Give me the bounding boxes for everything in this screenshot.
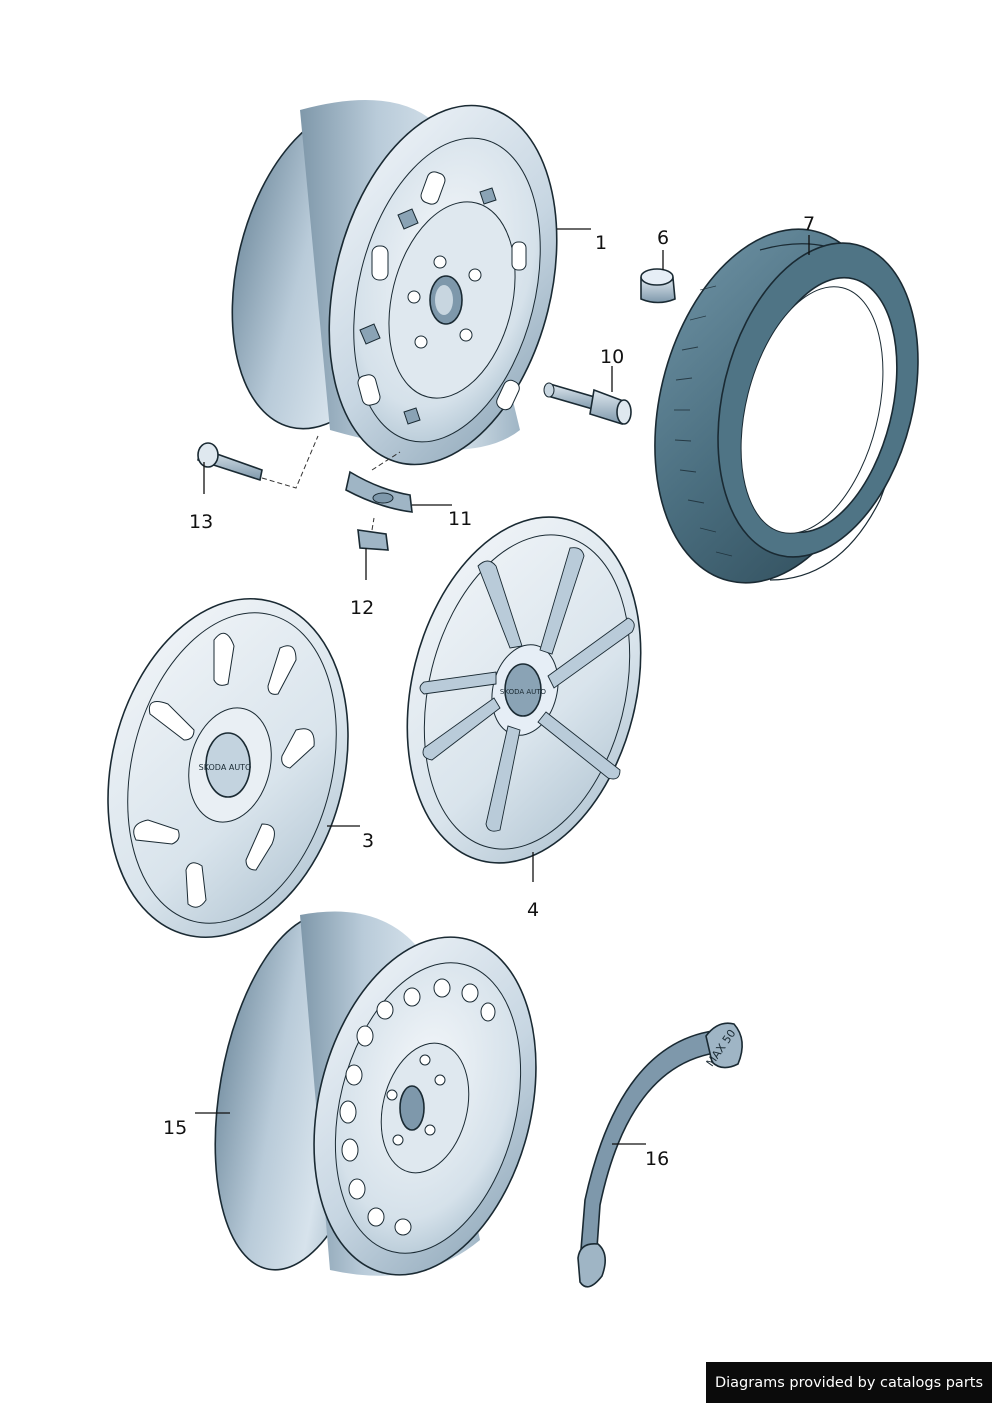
callout-7: 7 bbox=[803, 213, 815, 235]
assembly-line-12 bbox=[371, 517, 375, 531]
wheel-bolt-cap-6 bbox=[640, 268, 676, 304]
tyre-valve-13 bbox=[197, 442, 263, 482]
callout-10: 10 bbox=[600, 346, 624, 368]
callout-4: 4 bbox=[527, 899, 539, 921]
wheel-bolt-10 bbox=[543, 382, 632, 426]
tyre-7 bbox=[654, 228, 919, 584]
steel-rim-15 bbox=[214, 911, 537, 1276]
callout-3: 3 bbox=[362, 830, 374, 852]
hubcap-4: SKODA AUTO bbox=[406, 516, 642, 864]
callout-11: 11 bbox=[448, 508, 472, 530]
assembly-line-13 bbox=[261, 435, 319, 489]
callout-16: 16 bbox=[645, 1148, 669, 1170]
clip-weight-12 bbox=[357, 529, 389, 551]
hubcap-emblem-4: SKODA AUTO bbox=[500, 688, 547, 696]
steel-rim-1 bbox=[231, 100, 558, 466]
callout-6: 6 bbox=[657, 227, 669, 249]
assembly-line-11 bbox=[371, 451, 401, 471]
credit-banner: Diagrams provided by catalogs parts bbox=[706, 1362, 992, 1403]
balance-weight-11 bbox=[345, 470, 413, 513]
tyre-gauge-16: MAX 50 bbox=[577, 1022, 743, 1288]
callout-1: 1 bbox=[595, 232, 607, 254]
callout-13: 13 bbox=[189, 511, 213, 533]
callout-12: 12 bbox=[350, 597, 374, 619]
hubcap-emblem-3: SKODA AUTO bbox=[199, 763, 252, 772]
callout-15: 15 bbox=[163, 1117, 187, 1139]
hubcap-3: SKODA AUTO bbox=[107, 597, 349, 939]
